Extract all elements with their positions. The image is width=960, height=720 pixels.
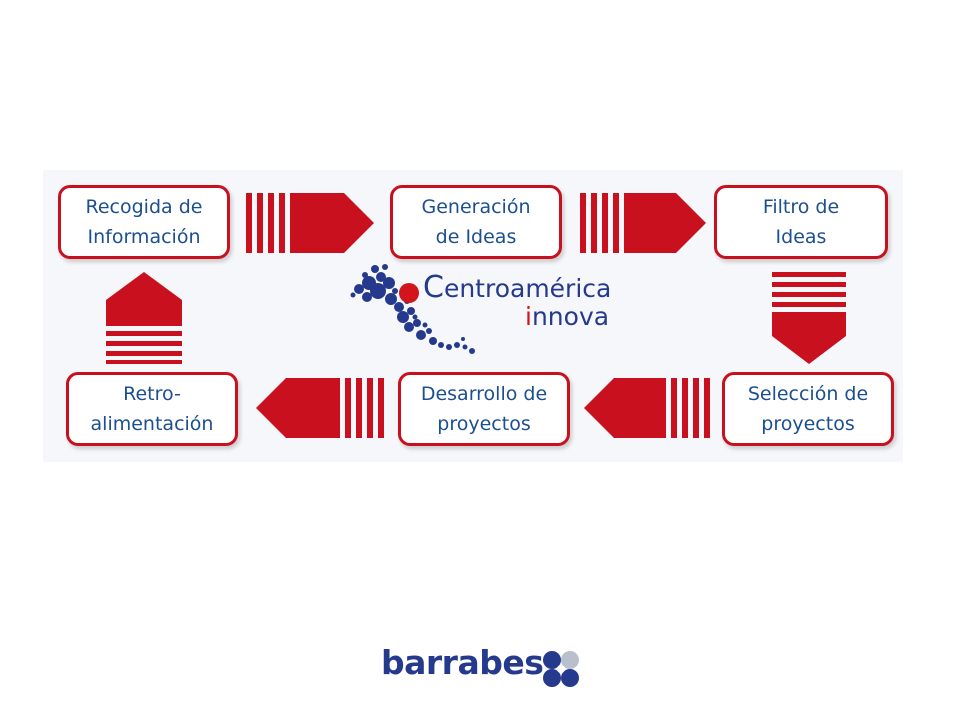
step-label-line2: alimentación [90,413,214,435]
arrow-left-2 [256,378,384,438]
step-label-line2: Información [87,226,201,248]
arrow-right-2 [580,193,706,253]
step-label-line2: proyectos [761,413,855,435]
step-label-line1: Selección de [747,383,869,405]
logo-word-entroamerica: entroamérica [443,274,612,303]
centroamerica-dots-logo [350,264,475,354]
step-label-line1: Recogida de [85,196,203,218]
arrow-up [106,272,182,364]
step-label-line1: Desarrollo de [420,383,548,405]
step-label-line2: de Ideas [435,226,517,248]
logo-letter-i: i [525,302,532,331]
arrow-left-1 [584,378,710,438]
step-label-line2: Ideas [775,226,827,248]
logo-text-centroamerica: Centroamérica [423,273,612,303]
barrabes-flower-icon [543,651,579,687]
step-label-line1: Retro- [123,383,181,405]
step-recogida: Recogida de Información [58,185,230,259]
step-label-line1: Filtro de [762,196,840,218]
step-label-line1: Generación [421,196,531,218]
arrow-down [772,272,846,364]
step-generacion: Generación de Ideas [390,185,562,259]
logo-text-innova: innova [525,304,609,330]
logo-letter-c: C [423,270,444,305]
step-desarrollo: Desarrollo de proyectos [398,372,570,446]
step-filtro: Filtro de Ideas [714,185,888,259]
step-retro: Retro- alimentación [66,372,238,446]
step-seleccion: Selección de proyectos [722,372,894,446]
logo-word-nnova: nnova [531,302,610,331]
arrow-right-1 [246,193,374,253]
step-label-line2: proyectos [437,413,531,435]
barrabes-logo-text: barrabes [381,643,544,682]
